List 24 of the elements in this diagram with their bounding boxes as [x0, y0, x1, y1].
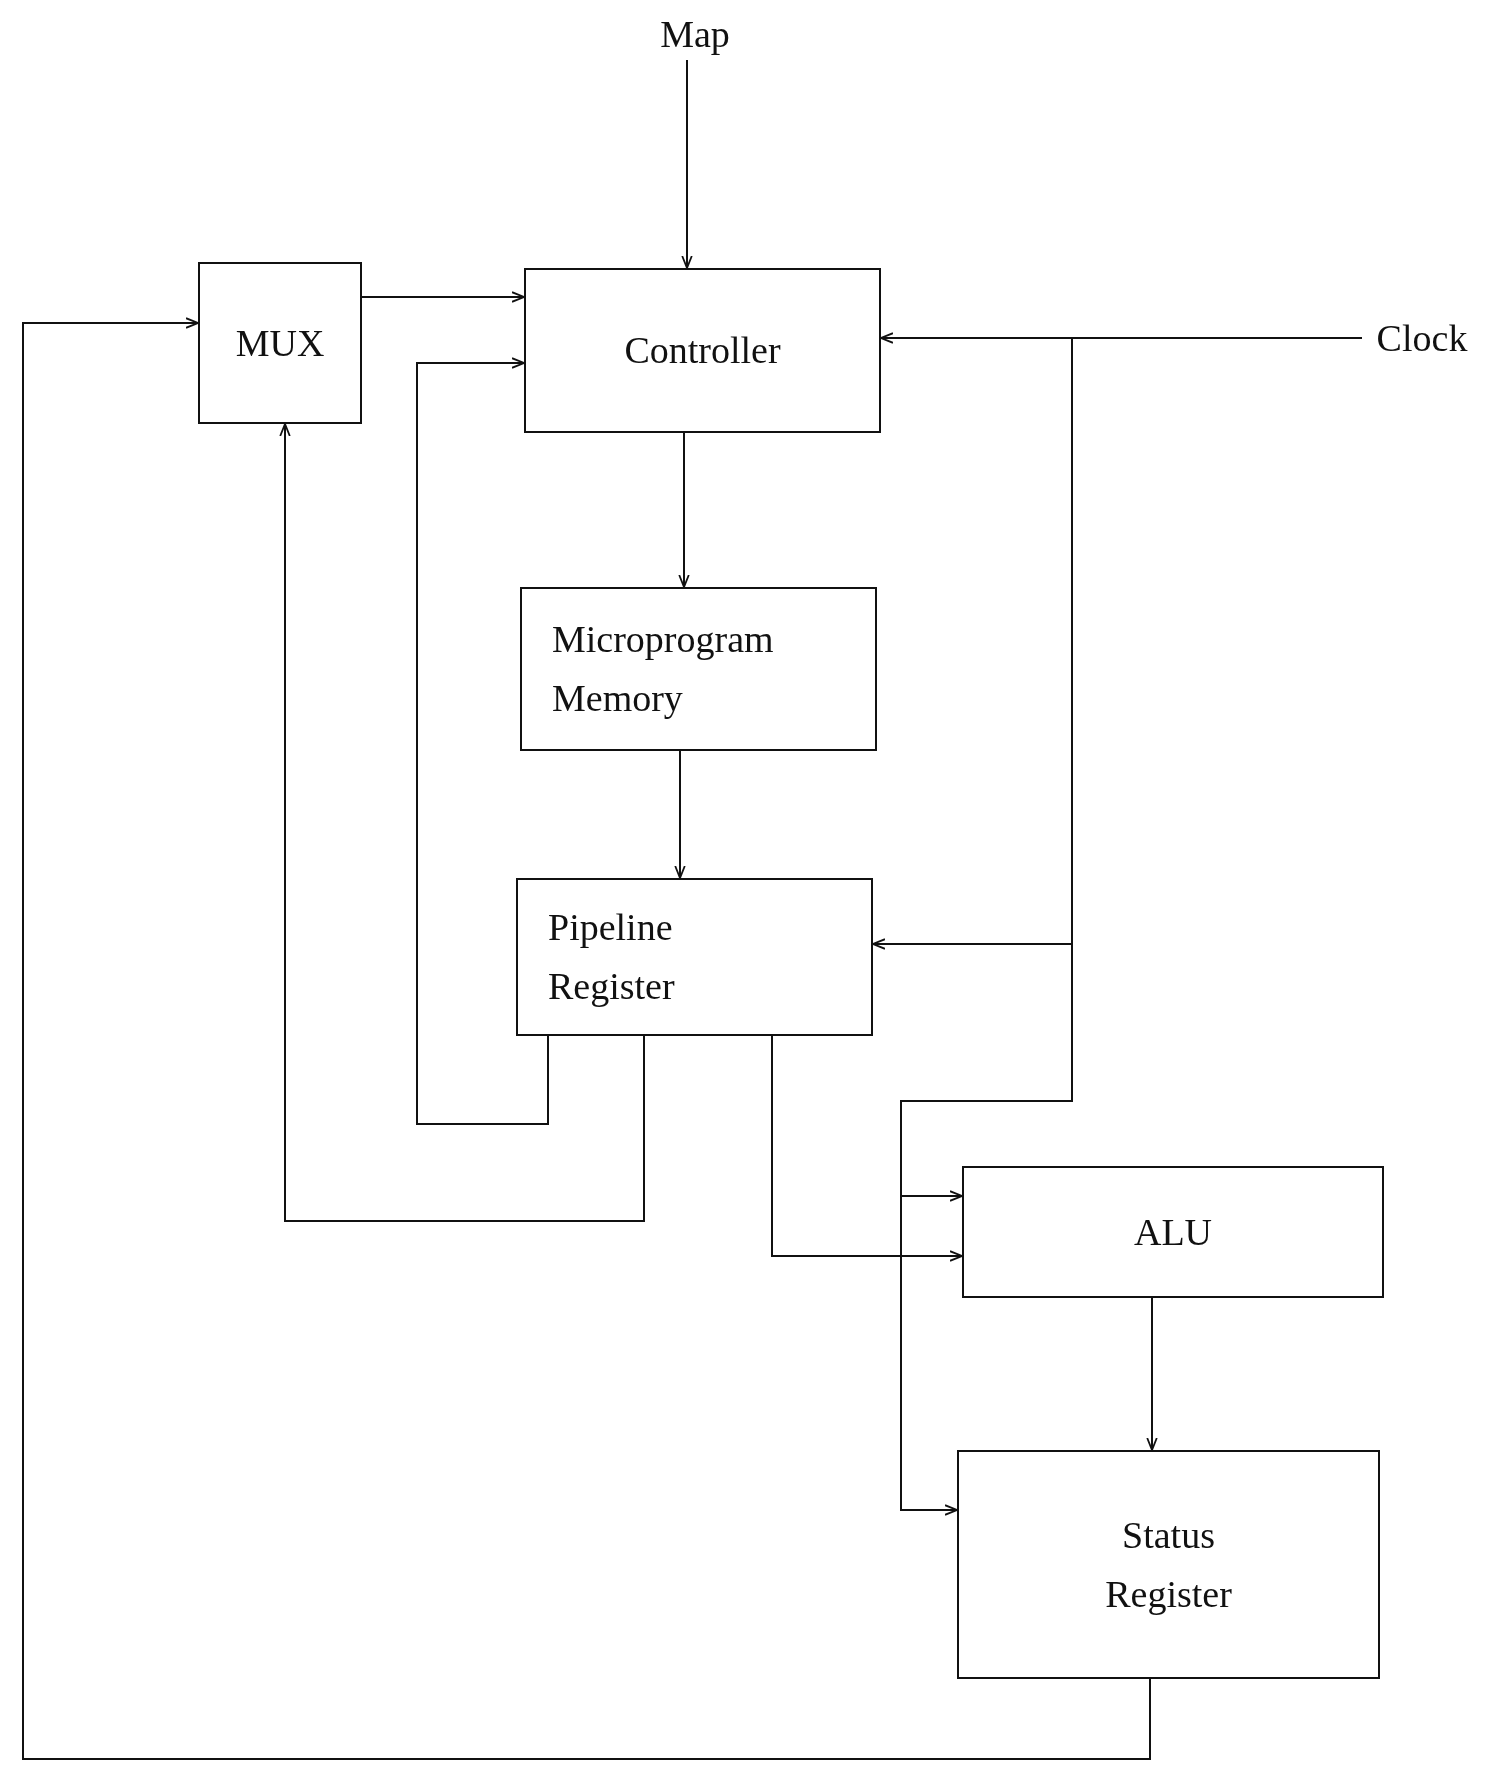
connector-arrow	[681, 59, 693, 269]
connector-arrow	[279, 423, 645, 1222]
block-box	[198, 262, 362, 424]
connector-arrow	[361, 291, 525, 303]
block-box	[962, 1166, 1384, 1298]
connector-arrow	[674, 750, 686, 879]
block-label: Pipeline Register	[548, 905, 676, 1009]
connector-arrow	[900, 337, 1363, 1516]
connector-arrow	[22, 317, 1151, 1760]
connector-arrow	[678, 432, 690, 588]
connector-arrow	[416, 357, 549, 1125]
block-box	[524, 268, 881, 433]
block-box	[516, 878, 873, 1036]
connector-arrow	[1146, 1297, 1158, 1451]
block-box	[520, 587, 877, 751]
block-label: MUX	[235, 320, 325, 366]
block-label: Map	[660, 11, 730, 57]
block-label: Status Register	[1104, 1512, 1233, 1617]
block-label: Controller	[624, 328, 781, 374]
connector-arrow	[771, 1035, 963, 1262]
block-label: ALU	[1133, 1209, 1213, 1255]
block-box	[957, 1450, 1380, 1679]
block-label: Microprogram Memory	[552, 617, 775, 721]
block-label: Clock	[1376, 315, 1468, 361]
